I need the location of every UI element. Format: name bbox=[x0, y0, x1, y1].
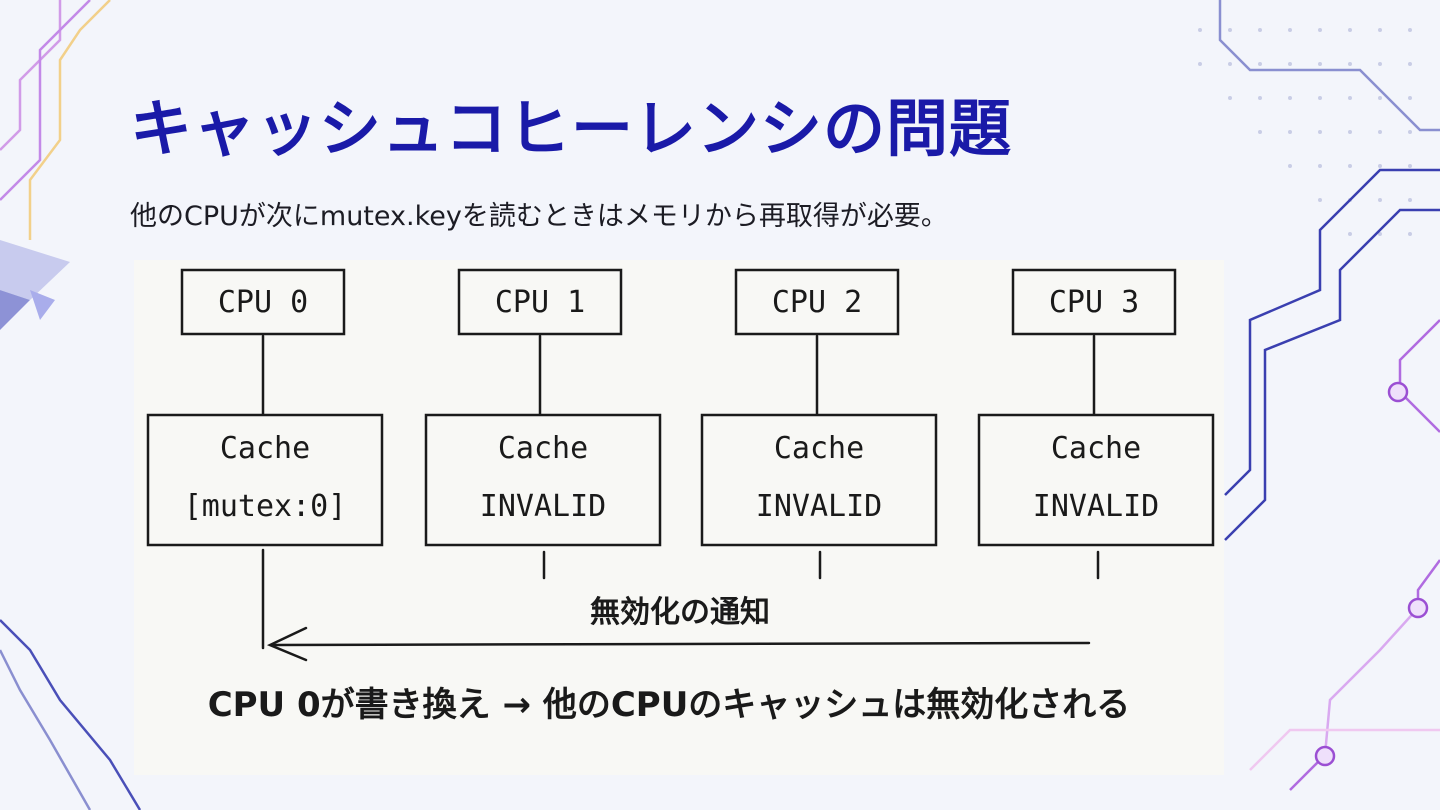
cache-title-2: Cache bbox=[774, 431, 864, 466]
cpu-box-1 bbox=[457, 268, 623, 336]
circuit-lines-left bbox=[0, 0, 142, 810]
cpu-box-2 bbox=[734, 268, 900, 336]
circuit-nodes bbox=[1314, 381, 1429, 767]
arrow-head-icon bbox=[266, 626, 308, 662]
cache-state-3: INVALID bbox=[1033, 489, 1159, 524]
circuit-lines-right bbox=[1218, 0, 1440, 791]
cache-box-0 bbox=[146, 413, 384, 547]
cpu-box-0 bbox=[180, 268, 346, 336]
slide-title: キャッシュコヒーレンシの問題 bbox=[130, 92, 1013, 165]
cache-box-2 bbox=[700, 413, 938, 547]
cpu-label-3: CPU 3 bbox=[1049, 285, 1139, 320]
arrow-label: 無効化の通知 bbox=[590, 595, 770, 630]
invalidation-arrow bbox=[270, 641, 1091, 647]
diagram-caption: CPU 0が書き換え → 他のCPUのキャッシュは無効化される bbox=[208, 685, 1131, 725]
cache-box-3 bbox=[977, 413, 1215, 547]
cache-title-0: Cache bbox=[220, 431, 310, 466]
cache-title-1: Cache bbox=[498, 431, 588, 466]
cache-coherence-diagram: CPU 0 CPU 1 CPU 2 CPU 3 Cache Cache Cach… bbox=[134, 260, 1224, 775]
slide-subtitle: 他のCPUが次にmutex.keyを読むときはメモリから再取得が必要。 bbox=[130, 201, 948, 232]
cache-title-3: Cache bbox=[1051, 431, 1141, 466]
cache-state-0: [mutex:0] bbox=[184, 489, 347, 524]
cpu-label-2: CPU 2 bbox=[772, 285, 862, 320]
dot-grid bbox=[1198, 28, 1412, 236]
cpu-label-0: CPU 0 bbox=[218, 285, 308, 320]
chevron-decoration bbox=[0, 240, 70, 330]
cache-state-1: INVALID bbox=[480, 489, 606, 524]
cache-box-1 bbox=[424, 413, 662, 547]
cpu-label-1: CPU 1 bbox=[495, 285, 585, 320]
cache-state-2: INVALID bbox=[756, 489, 882, 524]
cpu-box-3 bbox=[1011, 268, 1177, 336]
diagram-canvas: CPU 0 CPU 1 CPU 2 CPU 3 Cache Cache Cach… bbox=[146, 268, 1215, 725]
